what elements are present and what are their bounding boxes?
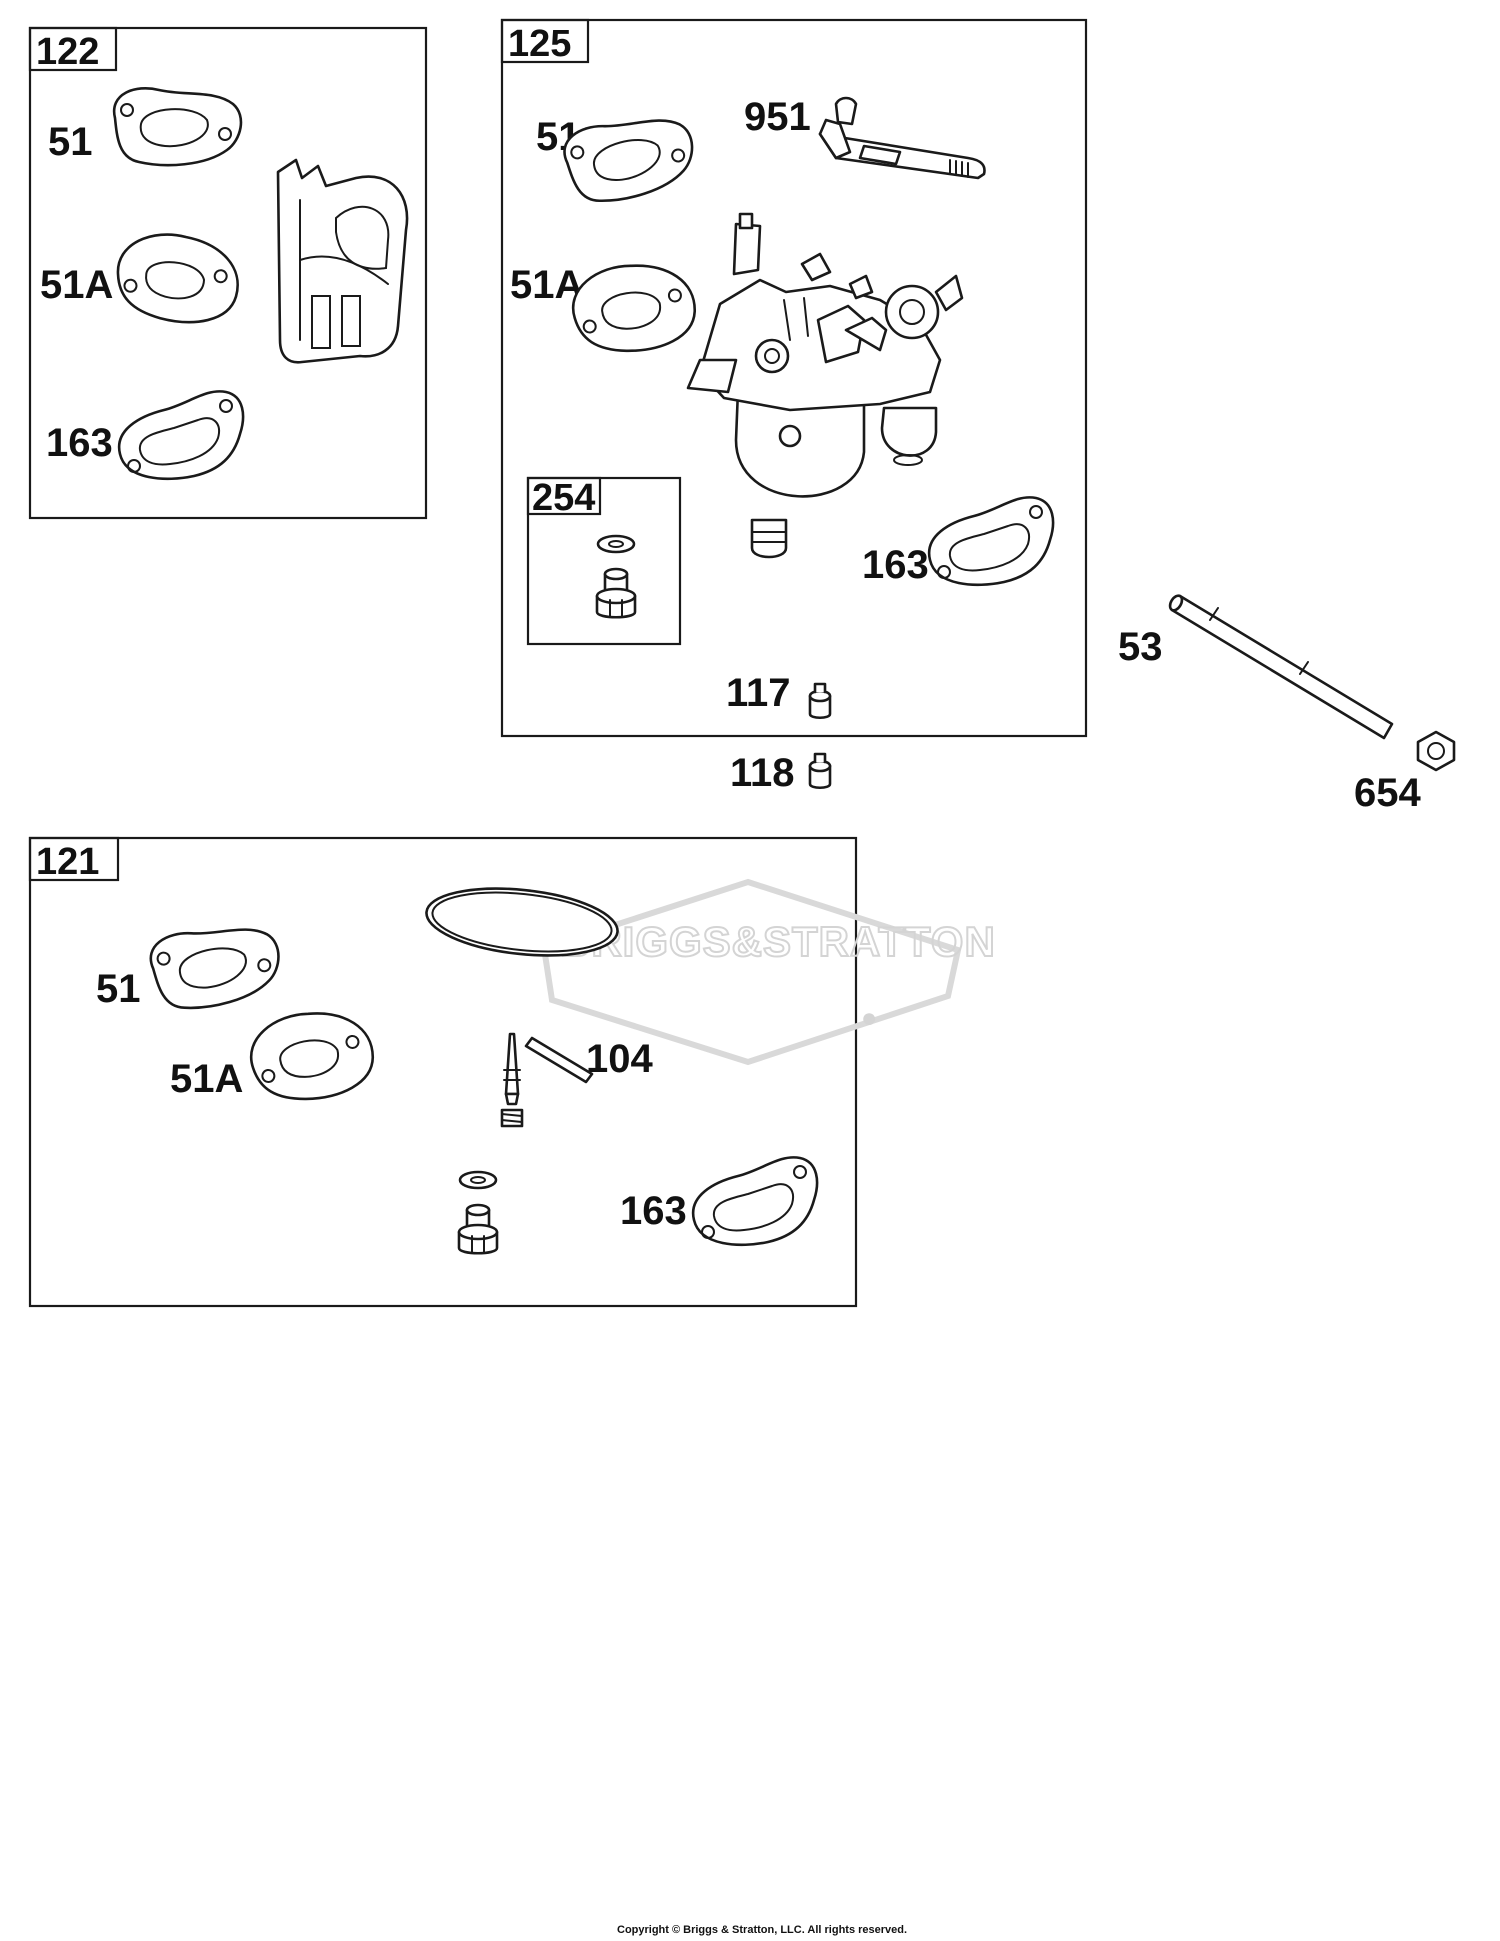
kit-125-label-117: 117 [726, 671, 791, 715]
gasket-163-part [691, 1156, 819, 1247]
kit-121-label-163: 163 [620, 1189, 687, 1233]
inlet-needle-part [500, 1032, 524, 1128]
part-53-label: 53 [1118, 625, 1163, 669]
throttle-shaft-part [1168, 594, 1394, 740]
gasket-51a-part [110, 226, 246, 331]
gasket-51-part [145, 916, 287, 1017]
float-pin-part [524, 1036, 594, 1084]
gasket-163-part [927, 496, 1055, 587]
gasket-51a-part [567, 257, 700, 359]
watermark-mark: ® [864, 1011, 875, 1027]
kit-121-number: 121 [36, 841, 99, 883]
kit-254-number: 254 [532, 477, 595, 519]
gasket-51a-part [244, 1003, 380, 1108]
kit-121-label-51: 51 [96, 967, 141, 1011]
gasket-163-part [117, 390, 245, 481]
kit-122-label-163: 163 [46, 421, 113, 465]
kit-125-label-951: 951 [744, 95, 811, 139]
gasket-51-part [112, 86, 243, 167]
kit-125-label-51a: 51A [510, 263, 583, 307]
carburetor-spacer-part [276, 158, 409, 364]
kit-254-box: 254 [526, 476, 682, 646]
choke-lever-part [818, 96, 986, 180]
bowl-o-ring-part [425, 887, 619, 957]
kit-122-number: 122 [36, 31, 99, 73]
kit-121-box: 121 BRIGGS&STRATTON ® 51 51A 104 163 [28, 836, 996, 1308]
carburetor-part [686, 212, 964, 559]
bowl-bolt-part [595, 534, 637, 619]
copyright-text: Copyright © Briggs & Stratton, LLC. All … [617, 1924, 907, 1936]
brand-watermark: BRIGGS&STRATTON ® [540, 878, 996, 1066]
kit-125-number: 125 [508, 23, 571, 65]
gasket-51-part [558, 106, 702, 211]
nut-part [1416, 730, 1456, 772]
jet-118-part [808, 752, 832, 790]
part-118-label: 118 [730, 751, 795, 795]
jet-117-part [808, 682, 832, 720]
kit-122-box: 122 51 51A 163 [28, 26, 428, 520]
kit-122-label-51a: 51A [40, 263, 113, 307]
bowl-bolt-part [457, 1170, 499, 1255]
part-654-label: 654 [1354, 771, 1421, 815]
kit-121-label-104: 104 [586, 1037, 653, 1081]
kit-125-box: 125 51 951 51A 163 117 [500, 18, 1088, 738]
kit-125-label-163: 163 [862, 543, 929, 587]
kit-121-label-51a: 51A [170, 1057, 243, 1101]
kit-122-label-51: 51 [48, 120, 93, 164]
watermark-text: BRIGGS&STRATTON [560, 918, 996, 965]
